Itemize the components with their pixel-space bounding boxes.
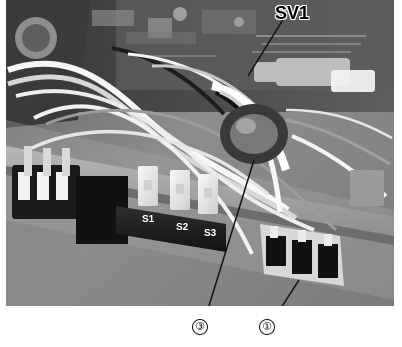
- callout-number-1: ①: [259, 319, 275, 335]
- callout-lines: [208, 17, 300, 306]
- right-relay-block: [260, 170, 384, 286]
- terminal-label-s1: S1: [142, 214, 155, 225]
- left-terminal-block: [12, 146, 128, 244]
- center-terminal-block: S1 S2 S3: [116, 166, 226, 252]
- callout-number-3: ③: [192, 319, 208, 335]
- terminal-label-s2: S2: [176, 222, 189, 233]
- top-circuit-board: [76, 0, 394, 112]
- wiring-photo: S1 S2 S3: [6, 0, 394, 306]
- terminal-label-s3: S3: [204, 228, 217, 239]
- solenoid-coil: [220, 104, 288, 164]
